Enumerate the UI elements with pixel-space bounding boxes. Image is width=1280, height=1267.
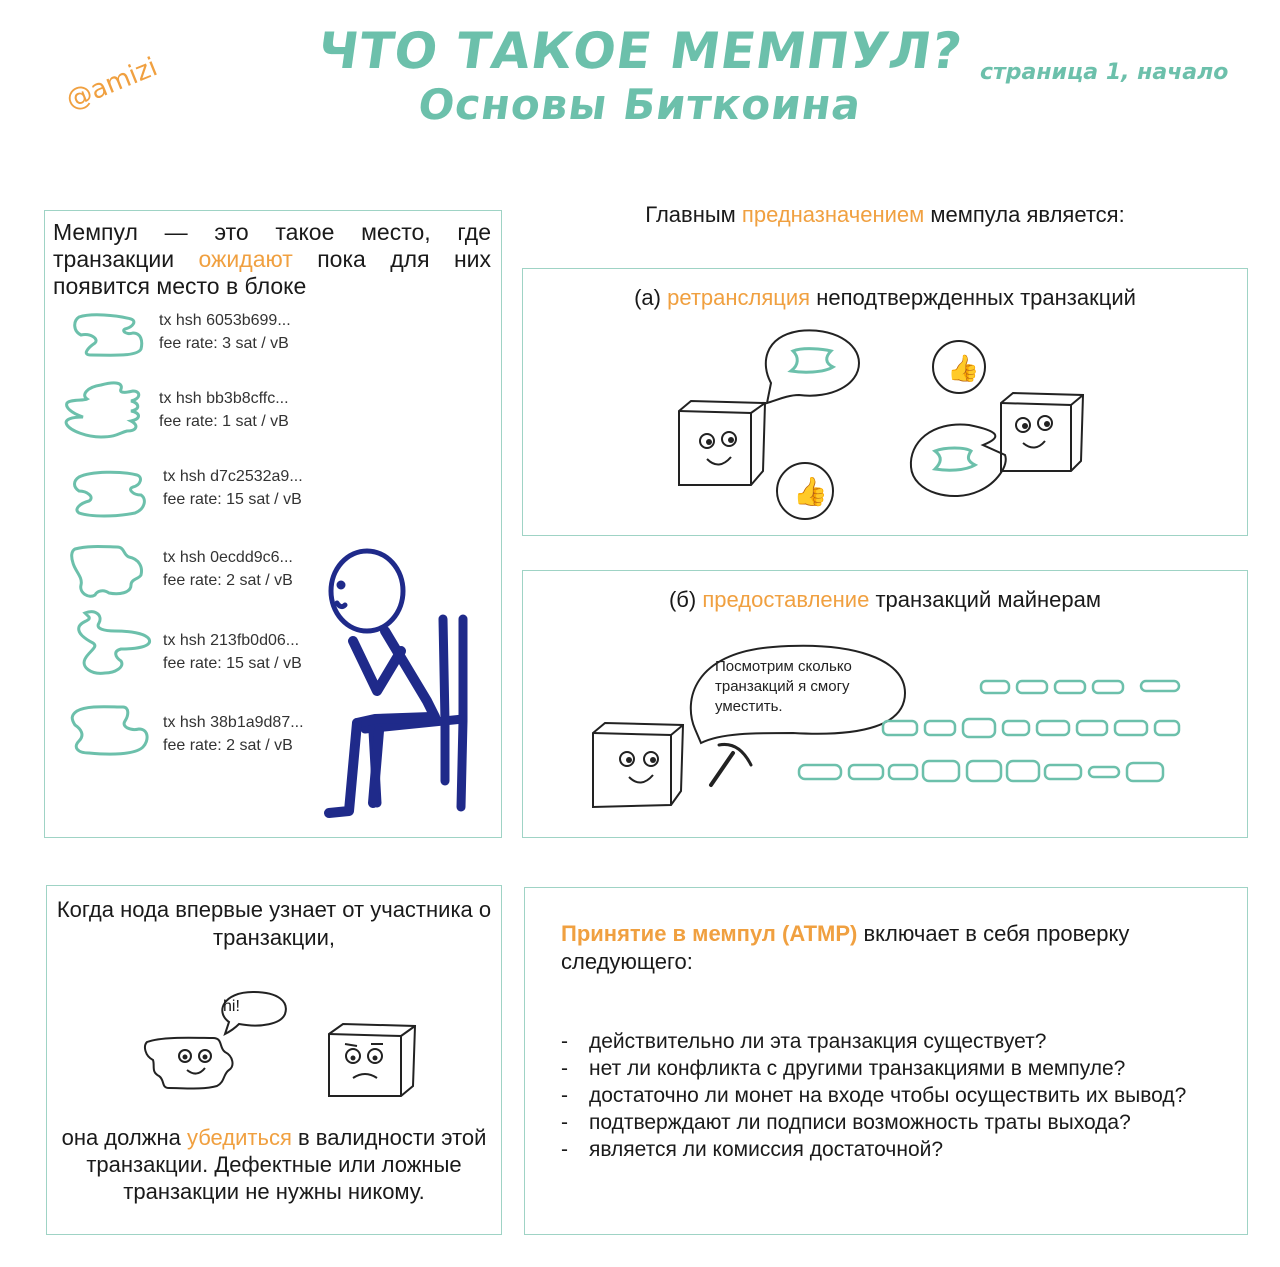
tx-fee: fee rate: 1 sat / vB (159, 413, 289, 430)
atmp-heading: Принятие в мемпул (ATMP) включает в себя… (561, 921, 1130, 974)
atmp-panel: Принятие в мемпул (ATMP) включает в себя… (524, 887, 1248, 1235)
tx-fee: fee rate: 3 sat / vB (159, 335, 289, 352)
tx-fee: fee rate: 15 sat / vB (163, 655, 302, 672)
tx-hash: tx hsh d7c2532a9... (163, 468, 303, 485)
relay-heading: (а) ретрансляция неподтвержденных транза… (634, 285, 1136, 310)
miners-illustration (592, 644, 1181, 809)
transaction-blob-icon (73, 470, 146, 518)
list-item: является ли комиссия достаточной? (561, 1136, 1251, 1163)
transaction-blob-icon (77, 610, 152, 675)
transaction-blob-icon (70, 705, 149, 756)
transaction-blob-icon (64, 381, 141, 439)
tx-hash: tx hsh 0ecdd9c6... (163, 549, 293, 566)
transaction-blob-icon (73, 313, 144, 357)
transaction-blob-icon (70, 545, 143, 598)
node-intro: Когда нода впервые узнает от участника о… (56, 897, 492, 950)
tx-fee: fee rate: 15 sat / vB (163, 491, 302, 508)
relay-panel: (а) ретрансляция неподтвержденных транза… (522, 268, 1248, 536)
svg-text:👍: 👍 (793, 475, 828, 508)
miners-panel: (б) предоставление транзакций майнерам (522, 570, 1248, 838)
main-purpose-heading: Главным предназначением мемпула является… (645, 202, 1125, 227)
svg-text:👍: 👍 (947, 353, 979, 384)
miner-speech: Посмотрим сколько транзакций я смогу уме… (715, 658, 852, 715)
tx-hash: tx hsh 6053b699... (159, 312, 291, 329)
tx-fee: fee rate: 2 sat / vB (163, 572, 293, 589)
mempool-panel: Мемпул — это такое место, где транзакции… (44, 210, 502, 838)
list-item: достаточно ли монет на входе чтобы осуще… (561, 1082, 1251, 1109)
node-validation-text: она должна убедиться в валидности этой т… (61, 1125, 487, 1204)
miners-heading: (б) предоставление транзакций майнерам (668, 587, 1102, 612)
page-subtitle: Основы Биткоина (415, 80, 865, 129)
highlight-waiting: ожидают (198, 246, 293, 272)
relay-illustration: 👍 👍 (678, 329, 1085, 520)
list-item: действительно ли эта транзакция существу… (561, 1028, 1251, 1055)
page-label: страница 1, начало (980, 60, 1229, 85)
tx-hash: tx hsh 38b1a9d87... (163, 714, 304, 731)
mempool-definition: Мемпул — это такое место, где транзакции… (53, 219, 491, 299)
list-item: нет ли конфликта с другими транзакциями … (561, 1055, 1251, 1082)
tx-hash: tx hsh 213fb0d06... (163, 632, 300, 649)
atmp-checklist: действительно ли эта транзакция существу… (561, 1028, 1251, 1163)
list-item: подтверждают ли подписи возможность трат… (561, 1109, 1251, 1136)
tx-hash: tx hsh bb3b8cffc... (159, 390, 289, 407)
tx-fee: fee rate: 2 sat / vB (163, 737, 293, 754)
greeting-text: hi! (223, 998, 240, 1015)
node-panel: Когда нода впервые узнает от участника о… (46, 885, 502, 1235)
waiting-person-icon (324, 548, 468, 818)
greeting-illustration (144, 990, 417, 1097)
